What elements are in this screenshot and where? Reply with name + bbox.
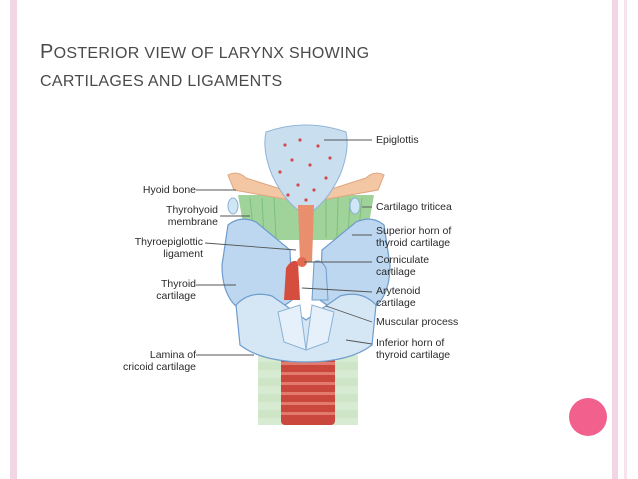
slide-title: Posterior view of larynx showing cartila…	[40, 38, 520, 96]
label-corniculate-cartilage: Corniculate cartilage	[376, 254, 429, 278]
label-thyrohyoid-line-2: membrane	[167, 216, 218, 228]
label-corniculate-line-2: cartilage	[376, 266, 416, 278]
label-thyrohyoid-membrane: Thyrohyoid membrane	[118, 204, 218, 228]
label-corniculate-line-1: Corniculate	[376, 254, 430, 266]
label-superior-horn-line-1: Superior horn of	[376, 225, 452, 237]
label-arytenoid-line-1: Arytenoid	[376, 285, 421, 297]
label-inferior-horn-line-1: Inferior horn of	[376, 337, 445, 349]
label-thyroepiglottic-line-2: ligament	[163, 248, 203, 260]
label-hyoid-bone: Hyoid bone	[118, 184, 196, 196]
label-thyrohyoid-line-1: Thyrohyoid	[166, 204, 218, 216]
label-lamina-line-2: cricoid cartilage	[123, 361, 196, 373]
label-thyroepiglottic-ligament: Thyroepiglottic ligament	[100, 236, 203, 260]
label-inferior-horn-line-2: thyroid cartilage	[376, 349, 451, 361]
right-border-stripe-thin	[624, 0, 627, 479]
hyoid-bone-shape	[227, 172, 385, 201]
title-line-2: cartilages and ligaments	[40, 73, 283, 90]
cricoid-lamina-shape	[235, 293, 377, 363]
arytenoid-left	[284, 260, 300, 300]
label-triticea-line-1: Cartilago triticea	[376, 201, 452, 213]
arytenoid-right	[311, 260, 329, 301]
label-epiglottis-line-1: Epiglottis	[376, 134, 419, 146]
epiglottis-glands	[278, 138, 332, 202]
label-thyroid-line-1: Thyroid	[160, 278, 196, 290]
decorative-pink-circle	[569, 398, 607, 436]
label-thyroid-cartilage: Thyroid cartilage	[118, 278, 196, 302]
label-inferior-horn: Inferior horn of thyroid cartilage	[376, 337, 450, 361]
label-superior-horn: Superior horn of thyroid cartilage	[376, 225, 451, 249]
label-muscular-process: Muscular process	[376, 316, 458, 328]
label-hyoid-bone-line-1: Hyoid bone	[142, 184, 196, 196]
left-border-stripe	[10, 0, 17, 479]
thyroepiglottic-ligament-shape	[298, 205, 314, 262]
leader-lines	[196, 139, 373, 356]
label-thyroepiglottic-line-1: Thyroepiglottic	[134, 236, 203, 248]
label-muscular-line-1: Muscular process	[376, 316, 459, 328]
label-superior-horn-line-2: thyroid cartilage	[376, 237, 451, 249]
label-thyroid-line-2: cartilage	[156, 290, 196, 302]
triticea-right	[349, 197, 361, 215]
triticea-left	[227, 197, 239, 215]
label-epiglottis: Epiglottis	[376, 134, 419, 146]
label-lamina-cricoid: Lamina of cricoid cartilage	[96, 349, 196, 373]
label-arytenoid-line-2: cartilage	[376, 297, 416, 309]
label-lamina-line-1: Lamina of	[149, 349, 196, 361]
title-line-1: Posterior view of larynx showing	[40, 38, 520, 68]
label-cartilago-triticea: Cartilago triticea	[376, 201, 452, 213]
right-border-stripe	[612, 0, 618, 479]
corniculate-shape	[297, 257, 307, 267]
title-line-1-text: osterior view of larynx showing	[53, 45, 370, 62]
label-arytenoid-cartilage: Arytenoid cartilage	[376, 285, 420, 309]
posterior-membrane	[281, 355, 335, 425]
cricoid-facet-right	[305, 304, 335, 351]
epiglottis-shape	[264, 124, 348, 216]
title-initial: P	[40, 41, 54, 63]
